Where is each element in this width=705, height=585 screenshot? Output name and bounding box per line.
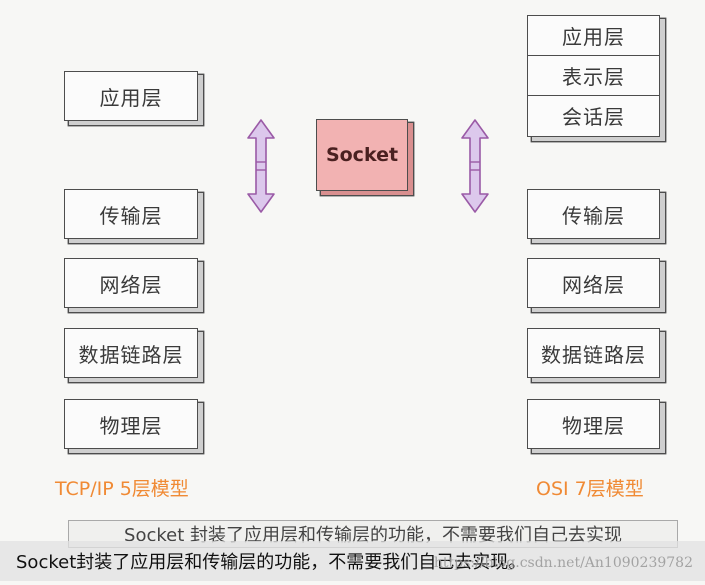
- osi-layer-network: 网络层: [527, 258, 660, 308]
- tcpip-model-label: TCP/IP 5层模型: [55, 478, 189, 500]
- tcpip-layer-application: 应用层: [64, 71, 198, 121]
- osi-model-label: OSI 7层模型: [536, 478, 644, 500]
- osi-layer-session: 会话层: [562, 105, 625, 130]
- tcpip-layer-physical: 物理层: [64, 399, 198, 449]
- osi-layer-transport: 传输层: [527, 189, 660, 239]
- osi-layer-application: 应用层: [528, 16, 659, 56]
- video-subtitle: Socket封装了应用层和传输层的功能，不需要我们自己去实现。: [0, 541, 705, 581]
- osi-layer-physical: 物理层: [527, 399, 660, 449]
- osi-upper-layers-block: 应用层 表示层 会话层: [527, 15, 660, 137]
- slide-caption: Socket 封装了应用层和传输层的功能，不需要我们自己去实现: [68, 520, 678, 548]
- osi-layer-datalink: 数据链路层: [527, 328, 660, 378]
- tcpip-layer-datalink: 数据链路层: [64, 328, 198, 378]
- tcpip-layer-transport: 传输层: [64, 189, 198, 239]
- osi-layer-presentation: 表示层: [528, 56, 659, 96]
- socket-box: Socket: [316, 119, 408, 191]
- left-double-arrow-icon: [247, 119, 275, 213]
- watermark: https://blog.csdn.net/An1090239782: [433, 555, 693, 571]
- right-double-arrow-icon: [461, 119, 489, 213]
- tcpip-layer-network: 网络层: [64, 258, 198, 308]
